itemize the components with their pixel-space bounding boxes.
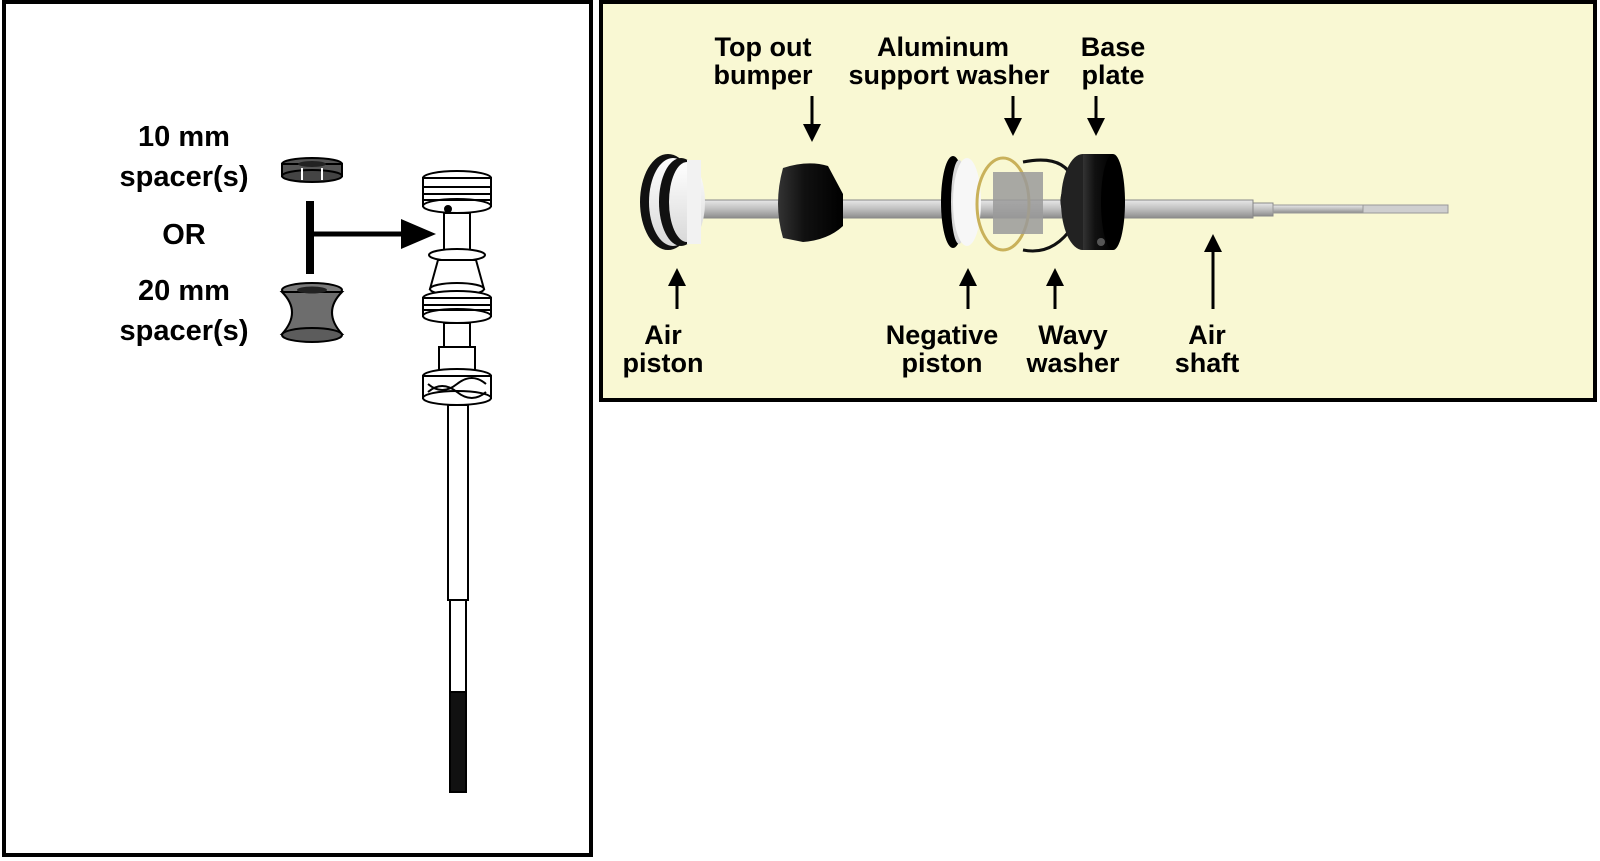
bracket-arrow <box>306 201 436 274</box>
label-air-piston-1: Air <box>644 320 682 350</box>
shaft-thread <box>1362 204 1449 214</box>
label-negative-piston-2: piston <box>902 348 983 378</box>
air-shaft-assembly-drawing <box>422 170 492 793</box>
label-wavy-washer-1: Wavy <box>1038 320 1108 350</box>
up-arrows <box>668 234 1222 309</box>
spacer-diagram: 10 mm spacer(s) OR 20 mm spacer(s) <box>120 121 492 793</box>
spacer-10mm-icon <box>281 157 343 183</box>
base-plate-part <box>1061 154 1125 250</box>
air-spring-photo-panel: Top out bumper Aluminum support washer B… <box>599 0 1597 402</box>
label-top-out-bumper-2: bumper <box>713 60 813 90</box>
label-aluminum-1: Aluminum <box>877 32 1009 62</box>
label-base-plate-1: Base <box>1081 32 1146 62</box>
top-out-bumper-part <box>778 163 843 242</box>
down-arrows <box>803 96 1105 142</box>
label-air-shaft-1: Air <box>1188 320 1226 350</box>
air-piston-part <box>640 154 705 250</box>
label-base-plate-2: plate <box>1081 60 1144 90</box>
spacer-10-label-line1: 10 mm <box>138 121 230 153</box>
label-wavy-washer-2: washer <box>1025 348 1120 378</box>
spacer-20-label-line1: 20 mm <box>138 275 230 307</box>
label-top-out-bumper-1: Top out <box>715 32 812 62</box>
label-aluminum-2: support washer <box>848 60 1050 90</box>
or-label: OR <box>162 219 206 251</box>
label-air-shaft-2: shaft <box>1175 348 1240 378</box>
spacer-10-label-line2: spacer(s) <box>120 161 249 193</box>
negative-piston-part <box>941 156 981 248</box>
air-spring-photo: Top out bumper Aluminum support washer B… <box>623 32 1449 378</box>
spacer-diagram-panel: 10 mm spacer(s) OR 20 mm spacer(s) <box>2 0 593 857</box>
label-air-piston-2: piston <box>623 348 704 378</box>
label-negative-piston-1: Negative <box>886 320 999 350</box>
spacer-20-label-line2: spacer(s) <box>120 315 249 347</box>
spacer-20mm-icon <box>279 282 345 343</box>
